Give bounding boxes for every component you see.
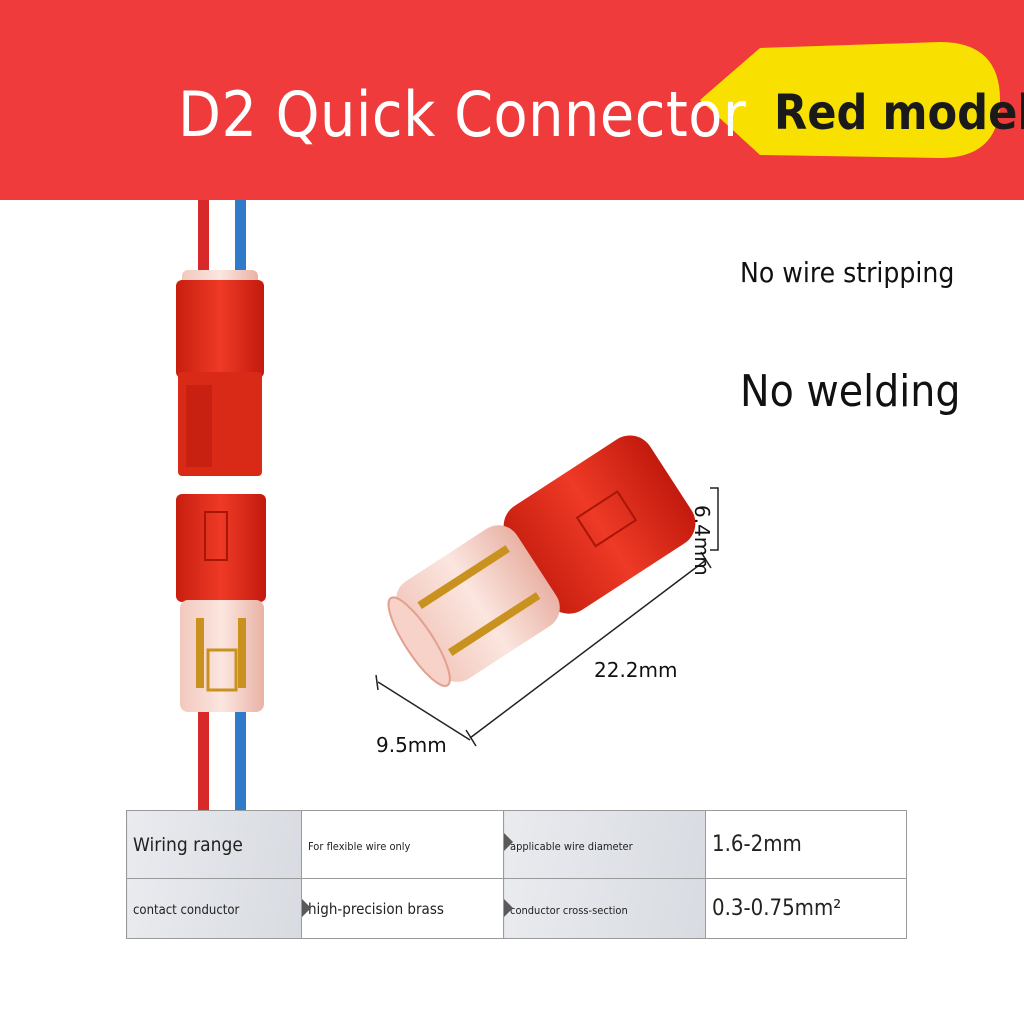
lower-brass-contact-1	[196, 618, 204, 688]
red-wire-bottom	[198, 710, 209, 810]
upper-plug-shade	[186, 385, 212, 467]
blue-wire-bottom	[235, 710, 246, 810]
length-label: 22.2mm	[594, 658, 678, 682]
angled-d2-mark	[575, 490, 638, 548]
angled-brass-1	[417, 545, 510, 609]
lower-clear-body	[180, 600, 264, 712]
feature-no-welding: No welding	[740, 366, 961, 417]
spec-label-contact-conductor: contact conductor	[126, 878, 302, 939]
spec-label-wire-diameter: applicable wire diameter	[503, 810, 706, 879]
model-badge: Red model	[774, 85, 1024, 141]
red-wire-top	[198, 200, 209, 290]
cell-text: conductor cross-section	[510, 904, 628, 917]
lower-brass-clip	[206, 648, 238, 692]
badge-shape	[700, 42, 1000, 158]
width-tick-a	[375, 674, 379, 691]
cell-text: For flexible wire only	[308, 840, 411, 853]
spec-value-cross-section: 0.3-0.75mm²	[705, 878, 907, 939]
height-label: 6.4mm	[690, 505, 714, 576]
lower-connector-body	[176, 494, 266, 602]
length-dimension-line	[469, 559, 707, 739]
spec-label-wiring-range: Wiring range	[126, 810, 302, 879]
feature-no-stripping: No wire stripping	[740, 256, 955, 289]
spec-value-wire-diameter: 1.6-2mm	[705, 810, 907, 879]
lower-d2-mark	[204, 511, 228, 561]
cell-text: Wiring range	[133, 833, 243, 856]
blue-wire-top	[235, 200, 246, 290]
cell-text: 0.3-0.75mm²	[712, 896, 842, 921]
table-row: contact conductor high-precision brass c…	[126, 878, 907, 939]
spec-table: Wiring range For flexible wire only appl…	[126, 810, 907, 939]
angled-red-body	[503, 435, 696, 614]
length-tick-a	[465, 729, 477, 747]
width-dimension-line	[377, 681, 471, 741]
cell-text: applicable wire diameter	[510, 840, 633, 853]
banner-background	[0, 0, 1024, 200]
spec-value-contact-conductor: high-precision brass	[301, 878, 504, 939]
upper-connector-body	[176, 280, 264, 378]
lower-brass-contact-2	[238, 618, 246, 688]
cell-text: high-precision brass	[308, 900, 444, 918]
angled-brass-2	[447, 592, 541, 656]
cell-text: 1.6-2mm	[712, 832, 802, 857]
connector-illustration	[176, 200, 719, 810]
cell-text: contact conductor	[133, 903, 240, 918]
angled-end-face	[387, 596, 451, 687]
page-title: D2 Quick Connector	[178, 78, 747, 151]
width-label: 9.5mm	[376, 733, 447, 757]
dimension-lines	[375, 487, 719, 747]
spec-value-wiring-range: For flexible wire only	[301, 810, 504, 879]
angled-connector	[387, 435, 696, 687]
arrow-marker-icon	[302, 899, 311, 917]
length-tick-b	[700, 551, 712, 569]
arrow-marker-icon	[504, 833, 513, 851]
header-banner: D2 Quick Connector Red model	[0, 0, 1024, 200]
arrow-marker-icon	[504, 899, 513, 917]
spec-label-cross-section: conductor cross-section	[503, 878, 706, 939]
height-dimension-line	[710, 487, 719, 551]
table-row: Wiring range For flexible wire only appl…	[126, 810, 907, 879]
